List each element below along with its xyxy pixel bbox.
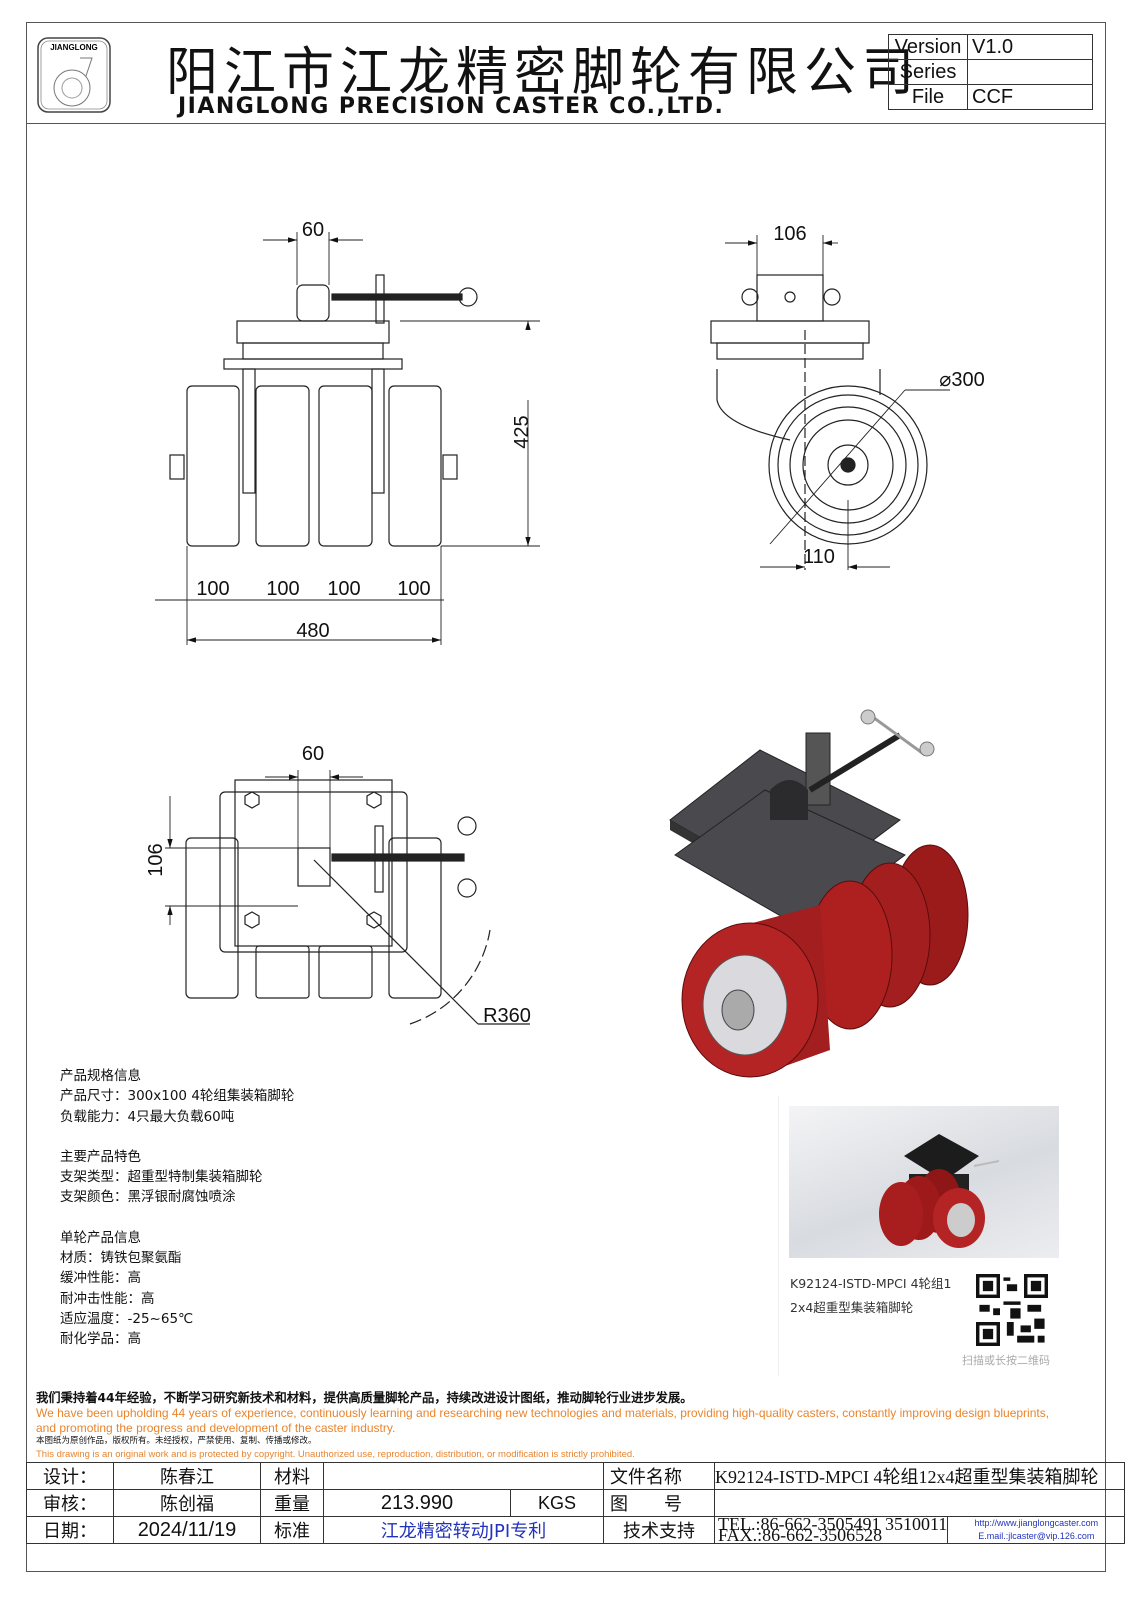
- technical-drawings: 60 425 100 100 100 100 480 106 ⌀300 110 …: [145, 219, 985, 1078]
- slogan-en-line2: and promoting the progress and developme…: [36, 1421, 396, 1435]
- dim-front-60: 60: [302, 219, 324, 241]
- dim-top-60: 60: [302, 743, 324, 765]
- dim-radius-360: R360: [483, 1005, 531, 1027]
- product-photo: [789, 1106, 1059, 1258]
- standard-label: 标准: [260, 1516, 324, 1544]
- logo-text: JIANGLONG: [50, 43, 98, 52]
- spec-line: 缓冲性能：高: [60, 1270, 141, 1287]
- dim-wheel-4: 100: [397, 578, 430, 600]
- date-label: 日期：: [26, 1516, 114, 1544]
- spec-section-title: 单轮产品信息: [60, 1229, 141, 1246]
- copyright-cn: 本图纸为原创作品，版权所有。未经授权，严禁使用、复制、传播或修改。: [36, 1436, 317, 1446]
- spec-line: 材质：铸铁包聚氨酯: [60, 1250, 182, 1267]
- dimension-lines: [155, 232, 950, 925]
- email-link[interactable]: E.mail.:jlcaster@vip.126.com: [978, 1531, 1095, 1541]
- file-value: CCF: [967, 84, 1093, 110]
- dim-total-480: 480: [296, 620, 329, 642]
- slogan: 我们秉持着44年经验，不断学习研究新技术和材料，提供高质量脚轮产品，持续改进设计…: [36, 1388, 1049, 1436]
- drawing-no-label: 图 号: [603, 1489, 715, 1517]
- spec-line: 支架颜色：黑浮银耐腐蚀喷涂: [60, 1189, 236, 1206]
- spec-section-title: 主要产品特色: [60, 1148, 141, 1165]
- contact-web: http://www.jianglongcaster.com E.mail.:j…: [947, 1516, 1126, 1544]
- version-label: Version: [888, 34, 968, 60]
- dim-side-110: 110: [803, 546, 835, 568]
- dim-wheel-2: 100: [266, 578, 299, 600]
- drawing-no-value: [713, 1489, 1126, 1517]
- title-block-row-2: 审核： 陈创福 重量 213.990 KGS 图 号: [26, 1489, 1126, 1517]
- tel: TEL.:86-662-3505491 3510011: [718, 1514, 948, 1534]
- top-view: [185, 779, 530, 1025]
- filename-value: K92124-ISTD-MPCI 4轮组12x4超重型集装箱脚轮: [713, 1462, 1126, 1490]
- product-specs: 产品规格信息 产品尺寸：300x100 4轮组集装箱脚轮 负载能力：4只最大负载…: [60, 1066, 294, 1350]
- version-value: V1.0: [967, 34, 1093, 60]
- series-row: Series: [888, 59, 1093, 85]
- spec-line: 产品尺寸：300x100 4轮组集装箱脚轮: [60, 1088, 295, 1105]
- dim-side-106: 106: [773, 223, 806, 245]
- spec-line: 耐化学品：高: [60, 1331, 141, 1348]
- spec-line: 支架类型：超重型特制集装箱脚轮: [60, 1169, 263, 1186]
- slogan-cn: 我们秉持着44年经验，不断学习研究新技术和材料，提供高质量脚轮产品，持续改进设计…: [36, 1391, 693, 1405]
- header-divider: [26, 123, 1106, 124]
- product-photo-render: [879, 1134, 1000, 1248]
- company-name-en: JIANGLONG PRECISION CASTER CO.,LTD.: [178, 94, 725, 119]
- company-logo: JIANGLONG: [37, 37, 111, 113]
- contact-phone: TEL.:86-662-3505491 3510011 FAX.:86-662-…: [713, 1514, 949, 1545]
- spec-line: 负载能力：4只最大负载60吨: [60, 1108, 235, 1125]
- material-value: [323, 1462, 604, 1490]
- weight-label: 重量: [260, 1489, 324, 1517]
- product-card[interactable]: K92124-ISTD-MPCI 4轮组1 2x4超重型集装箱脚轮 扫描或长按二…: [778, 1096, 1069, 1376]
- support-label: 技术支持: [603, 1516, 715, 1544]
- side-view: [710, 274, 928, 570]
- dim-top-106: 106: [145, 843, 167, 876]
- company-name-cn: 阳江市江龙精密脚轮有限公司: [166, 43, 921, 103]
- title-block-row-1: 设计： 陈春江 材料 文件名称 K92124-ISTD-MPCI 4轮组12x4…: [26, 1462, 1126, 1490]
- copyright-en: This drawing is an original work and is …: [36, 1449, 635, 1460]
- drawing-frame: [26, 22, 1106, 1572]
- product-3d-render: [669, 709, 969, 1078]
- review-value: 陈创福: [113, 1489, 261, 1517]
- series-label: Series: [888, 59, 968, 85]
- website-link[interactable]: http://www.jianglongcaster.com: [974, 1518, 1099, 1528]
- front-view: [169, 274, 478, 547]
- spec-line: 耐冲击性能：高: [60, 1290, 155, 1307]
- material-label: 材料: [260, 1462, 324, 1490]
- slogan-en-line1: We have been upholding 44 years of exper…: [36, 1406, 1050, 1420]
- file-label: File: [888, 84, 968, 110]
- product-card-title-line2: 2x4超重型集装箱脚轮: [790, 1300, 914, 1315]
- fax: FAX.:86-662-3506528: [718, 1525, 883, 1545]
- title-block-row-3: 日期： 2024/11/19 标准 江龙精密转动JPI专利 技术支持 TEL.:…: [26, 1514, 1126, 1545]
- dim-front-425: 425: [511, 415, 533, 448]
- qr-caption: 扫描或长按二维码: [962, 1354, 1050, 1367]
- title-block: 设计： 陈春江 材料 文件名称 K92124-ISTD-MPCI 4轮组12x4…: [26, 1462, 1126, 1545]
- filename-label: 文件名称: [603, 1462, 715, 1490]
- review-label: 审核：: [26, 1489, 114, 1517]
- spec-section-title: 产品规格信息: [60, 1068, 141, 1084]
- dim-diameter-300: ⌀300: [939, 369, 984, 391]
- dim-wheel-1: 100: [196, 578, 229, 600]
- spec-line: 适应温度：-25~65℃: [60, 1310, 194, 1327]
- product-card-title[interactable]: K92124-ISTD-MPCI 4轮组1 2x4超重型集装箱脚轮: [790, 1272, 960, 1320]
- qr-code[interactable]: [976, 1274, 1048, 1346]
- date-value: 2024/11/19: [113, 1516, 261, 1544]
- weight-unit: KGS: [510, 1489, 604, 1517]
- dim-wheel-3: 100: [327, 578, 360, 600]
- copyright-notice: 本图纸为原创作品，版权所有。未经授权，严禁使用、复制、传播或修改。 This d…: [36, 1434, 635, 1460]
- product-card-title-line1: K92124-ISTD-MPCI 4轮组1: [790, 1276, 952, 1291]
- design-label: 设计：: [26, 1462, 114, 1490]
- standard-value: 江龙精密转动JPI专利: [323, 1516, 604, 1544]
- weight-value: 213.990: [323, 1489, 511, 1517]
- design-value: 陈春江: [113, 1462, 261, 1490]
